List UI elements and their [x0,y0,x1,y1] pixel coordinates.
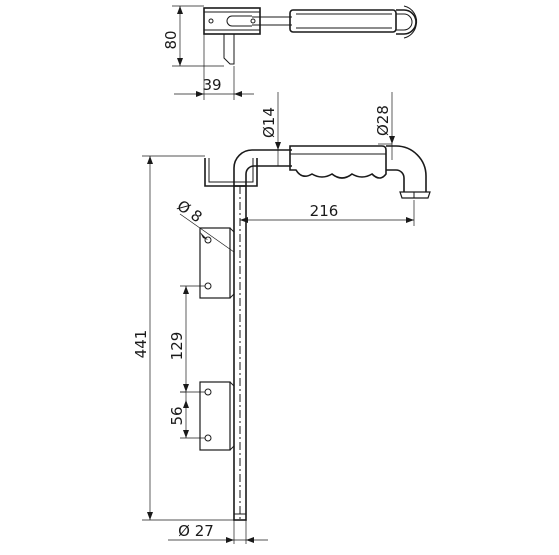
dimension-label-bolt-diameter: Ø 27 [178,522,214,540]
dimension-label-80: 80 [162,30,180,49]
top-view-foot [223,34,235,65]
dimension-label-39: 39 [202,76,221,94]
dimension-label-hole-diameter: Ø 8 [174,197,206,227]
top-view-bracket-plate [203,7,261,35]
rod-bend [233,149,292,186]
top-view-grip [289,9,397,33]
upper-bracket-hole-top [204,236,212,244]
top-view: 80 39 [162,5,418,100]
handle-end [386,145,427,192]
front-view: Ø14 Ø28 [132,92,431,544]
dimension-label-56: 56 [168,406,186,425]
handle-end-cap [399,191,431,199]
top-bracket [204,158,258,187]
dimension-label-216: 216 [310,202,339,220]
dimension-label-rod-diameter: Ø14 [260,107,278,138]
rubber-grip [289,145,387,179]
top-view-loop [396,9,417,35]
dimension-label-441: 441 [132,330,150,359]
dimension-label-grip-diameter: Ø28 [374,105,392,136]
dimension-label-129: 129 [168,332,186,361]
